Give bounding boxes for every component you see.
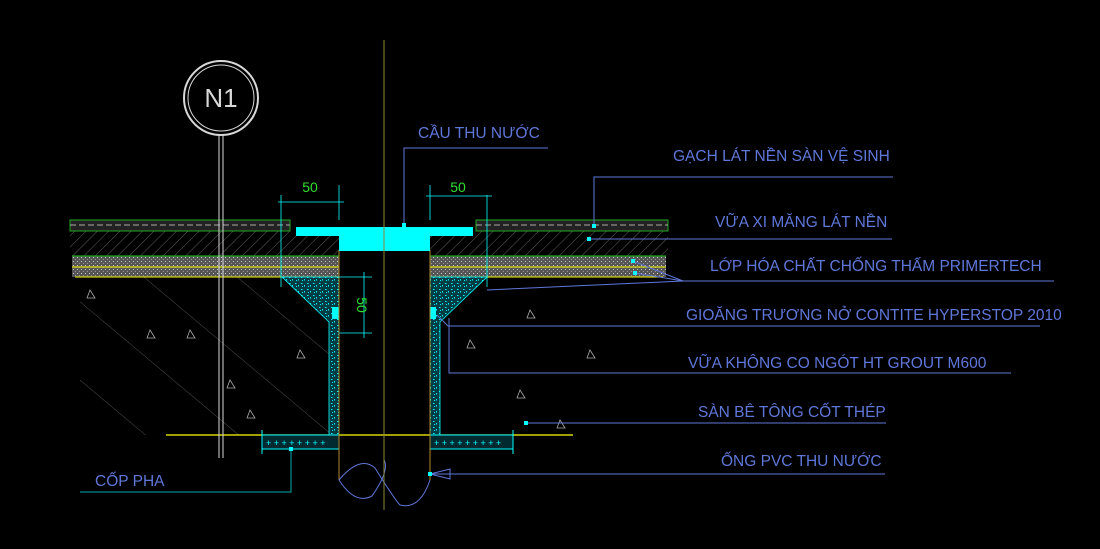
label-tile: GẠCH LÁT NỀN SÀN VỆ SINH bbox=[673, 148, 890, 165]
label-pipe: ỐNG PVC THU NƯỚC bbox=[721, 452, 882, 470]
label-waterproof: LỚP HÓA CHẤT CHỐNG THẤM PRIMERTECH bbox=[710, 257, 1042, 275]
gasket-left bbox=[332, 307, 339, 319]
svg-text:+ + + + + + + +: + + + + + + + + bbox=[266, 438, 326, 448]
section-tag-label: N1 bbox=[204, 83, 237, 113]
label-drain: CẦU THU NƯỚC bbox=[418, 125, 540, 142]
leader-lines bbox=[80, 147, 1054, 493]
label-gasket: GIOĂNG TRƯƠNG NỞ CONTITE HYPERSTOP 2010 bbox=[686, 306, 1062, 324]
label-slab: SÀN BÊ TÔNG CỐT THÉP bbox=[698, 403, 886, 421]
svg-text:+ + + + + + + + +: + + + + + + + + + bbox=[434, 438, 501, 448]
dimension-gasket-depth: 50 bbox=[354, 297, 370, 313]
label-grout: VỮA KHÔNG CO NGÓT HT GROUT M600 bbox=[688, 355, 987, 372]
section-tag: N1 bbox=[183, 60, 259, 458]
dimension-left-width: 50 bbox=[302, 179, 318, 195]
dimension-right-width: 50 bbox=[450, 179, 466, 195]
leader-points bbox=[289, 223, 637, 476]
concrete-slab bbox=[80, 277, 596, 436]
pvc-pipe bbox=[338, 250, 431, 507]
dimensions bbox=[278, 185, 492, 338]
gasket-right bbox=[430, 307, 436, 319]
label-formwork: CỐP PHA bbox=[95, 472, 165, 490]
label-mortar: VỮA XI MĂNG LÁT NỀN bbox=[715, 214, 887, 231]
